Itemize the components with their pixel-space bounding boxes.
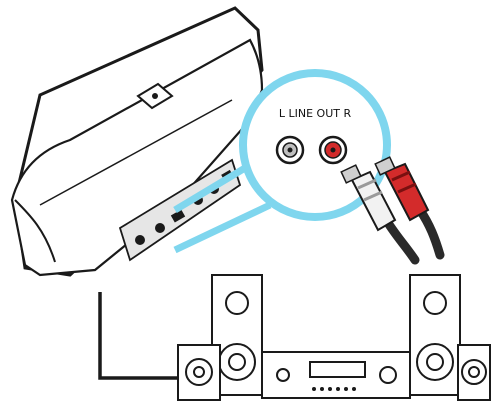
rca-plug-white <box>340 164 420 265</box>
rca-plug-red <box>374 156 445 260</box>
speaker-device <box>10 6 264 277</box>
line-out-left-jack <box>275 135 305 165</box>
hifi-system-icon <box>177 274 491 401</box>
line-out-right-jack <box>318 135 348 165</box>
speaker-rear-face <box>10 38 264 277</box>
connection-cable <box>98 292 178 380</box>
speaker-top-button-icon <box>136 82 174 110</box>
line-out-label: L LINE OUT R <box>279 107 352 120</box>
rca-plug-pair-icon <box>340 156 445 265</box>
